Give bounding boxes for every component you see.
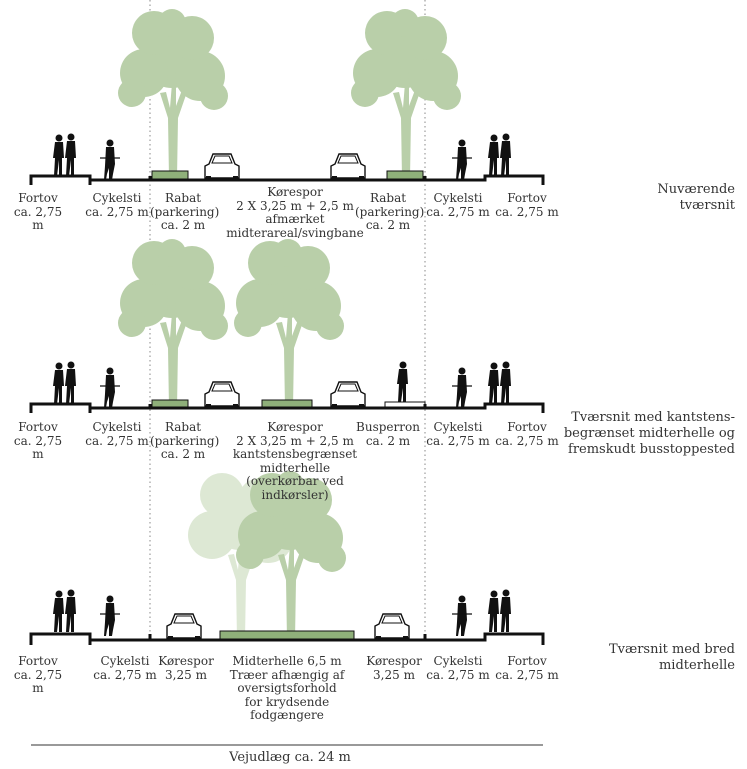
label-fortov: Fortov ca. 2,75 m xyxy=(495,191,559,219)
label-fortov: Fortov ca. 2,75 m xyxy=(13,420,63,461)
car-icon xyxy=(204,381,240,409)
tree-icon xyxy=(351,9,461,178)
pedestrian-pair-icon xyxy=(53,361,76,404)
label-cykelsti: Cykelsti ca. 2,75 m xyxy=(93,654,157,682)
label-korespor: Kørespor 3,25 m xyxy=(158,654,214,682)
label-cykelsti: Cykelsti ca. 2,75 m xyxy=(426,420,490,448)
pedestrian-pair-icon xyxy=(53,133,76,176)
car-icon xyxy=(330,381,366,409)
cyclist-icon xyxy=(451,366,473,409)
pedestrian-pair-icon xyxy=(53,589,76,632)
section-2-graphic xyxy=(29,239,545,413)
car-icon xyxy=(204,153,240,181)
tree-icon xyxy=(234,239,344,408)
cyclist-icon xyxy=(99,138,121,181)
label-midterhelle: Midterhelle 6,5 m Træer afhængig af over… xyxy=(229,654,345,722)
pedestrian-pair-icon xyxy=(488,133,511,176)
label-cykelsti: Cykelsti ca. 2,75 m xyxy=(85,420,149,448)
label-fortov: Fortov ca. 2,75 m xyxy=(495,654,559,682)
car-icon xyxy=(330,153,366,181)
section-1-graphic xyxy=(29,9,545,185)
label-rabat: Rabat (parkering) ca. 2 m xyxy=(355,191,425,232)
label-korespor: Kørespor 3,25 m xyxy=(366,654,422,682)
label-korespor: Kørespor 2 X 3,25 m + 2,5 m kantstensbeg… xyxy=(232,420,358,502)
tree-icon xyxy=(118,9,228,178)
cyclist-icon xyxy=(451,594,473,637)
label-rabat: Rabat (parkering) ca. 2 m xyxy=(150,420,220,461)
bus-passenger-icon xyxy=(397,361,408,402)
total-width-label: Vejudlæg ca. 24 m xyxy=(229,750,351,765)
pedestrian-pair-icon xyxy=(488,361,511,404)
ground-profile xyxy=(29,632,545,645)
label-busperron: Busperron ca. 2 m xyxy=(356,420,420,448)
label-rabat: Rabat (parkering) ca. 2 m xyxy=(150,191,220,232)
label-cykelsti: Cykelsti ca. 2,75 m xyxy=(85,191,149,219)
label-cykelsti: Cykelsti ca. 2,75 m xyxy=(426,654,490,682)
cyclist-icon xyxy=(99,594,121,637)
cyclist-icon xyxy=(451,138,473,181)
tree-icon xyxy=(118,239,228,408)
car-icon xyxy=(166,613,202,641)
car-icon xyxy=(374,613,410,641)
label-fortov: Fortov ca. 2,75 m xyxy=(13,191,63,232)
section-3-graphic xyxy=(29,471,545,645)
section-caption: Tværsnit med bred midterhelle xyxy=(608,642,735,673)
label-korespor: Kørespor 2 X 3,25 m + 2,5 m afmærket mid… xyxy=(226,185,364,240)
label-fortov: Fortov ca. 2,75 m xyxy=(13,654,63,695)
label-cykelsti: Cykelsti ca. 2,75 m xyxy=(426,191,490,219)
cyclist-icon xyxy=(99,366,121,409)
section-caption: Tværsnit med kantstens- begrænset midter… xyxy=(563,410,735,457)
pedestrian-pair-icon xyxy=(488,589,511,632)
label-fortov: Fortov ca. 2,75 m xyxy=(495,420,559,448)
section-caption: Nuværende tværsnit xyxy=(657,182,735,213)
ground-profile xyxy=(29,402,545,413)
ground-profile xyxy=(29,174,545,185)
